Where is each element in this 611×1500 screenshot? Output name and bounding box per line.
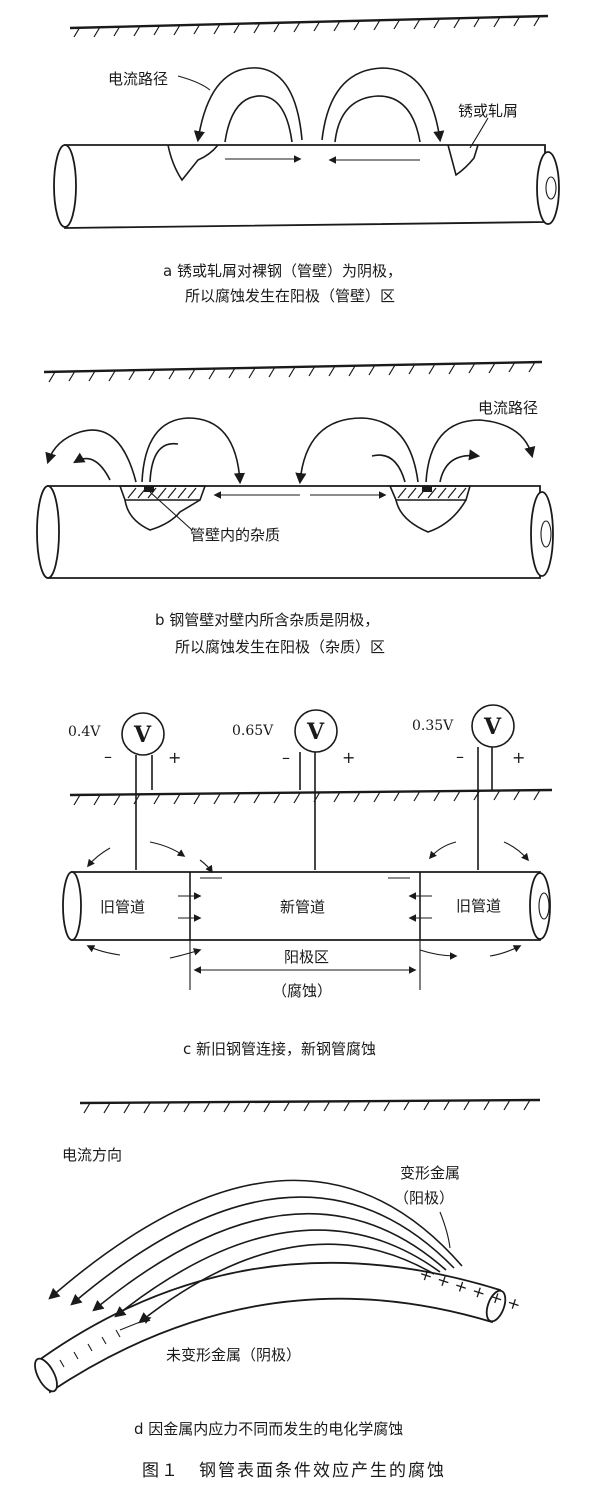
voltmeter-1: 0.4V V – + (68, 712, 181, 870)
label-current-path-a: 电流路径 (108, 70, 168, 88)
panel-a: 电流路径 锈或轧屑 a 锈或轧屑对裸钢（管壁）为阴极， 所以腐蚀发生在阳极（管壁… (53, 14, 560, 305)
meter-symbol-2: V (306, 719, 325, 745)
meter-reading-1: 0.4V (68, 724, 101, 740)
caption-c: c 新旧钢管连接，新钢管腐蚀 (183, 1040, 376, 1058)
meter-reading-2: 0.65V (232, 723, 274, 739)
label-current-direction: 电流方向 (62, 1146, 122, 1164)
panel-c: 0.4V V – + 0.65V V – + 0.35V V – + (62, 704, 553, 1058)
caption-d: d 因金属内应力不同而发生的电化学腐蚀 (134, 1420, 403, 1438)
voltmeter-2: 0.65V V – + (232, 709, 355, 870)
meter-minus-2: – (282, 748, 290, 767)
label-old-pipe-left: 旧管道 (100, 898, 145, 916)
meter-reading-3: 0.35V (412, 718, 454, 734)
leader-rust-a (469, 117, 489, 149)
label-anode-zone: 阳极区 (284, 948, 329, 966)
meter-minus-3: – (456, 747, 464, 766)
meter-symbol-3: V (483, 714, 502, 740)
label-deformed-metal: 变形金属 (400, 1164, 460, 1182)
panel-b: 电流路径 管壁内的杂质 b 钢管壁对壁内所含杂质是阴极， 所以腐蚀发生在阳极（杂… (36, 360, 554, 656)
rust-pit-right (447, 144, 479, 177)
label-current-path-b: 电流路径 (478, 399, 538, 417)
caption-b-line1: b 钢管壁对壁内所含杂质是阴极， (155, 611, 379, 629)
panel-d: + + + + + + 电流方向 变形金属 （阳极） 未变形金属（阴极） d 因… (34, 1098, 541, 1438)
caption-a-line1: a 锈或轧屑对裸钢（管壁）为阴极， (163, 262, 402, 280)
current-direction-arcs (48, 1179, 463, 1324)
ground-surface-c (69, 788, 553, 806)
rust-pit-left (167, 144, 219, 182)
pipe-b (36, 485, 554, 579)
current-arcs-b (45, 417, 536, 485)
ground-surface-b (43, 360, 543, 383)
pipe-current-arrows-a (225, 155, 420, 164)
meter-plus-1: + (168, 748, 181, 767)
caption-a-line2: 所以腐蚀发生在阳极（管壁）区 (185, 287, 395, 305)
label-new-pipe: 新管道 (280, 898, 325, 916)
meter-plus-2: + (342, 748, 355, 767)
current-arcs-a (193, 67, 445, 143)
label-rust: 锈或轧屑 (458, 102, 518, 120)
pipe-current-arrow-d (119, 1316, 152, 1331)
leader-current-a (177, 75, 211, 91)
label-undeformed-metal: 未变形金属（阴极） (166, 1346, 301, 1364)
impurity-left (118, 485, 207, 531)
current-arrows-c (86, 841, 529, 960)
label-old-pipe-right: 旧管道 (456, 897, 501, 915)
voltmeter-3: 0.35V V – + (412, 704, 525, 870)
bent-pipe: + + + + + + (34, 1261, 523, 1394)
ground-surface-d (79, 1098, 541, 1114)
anode-zone-dimension (189, 940, 421, 990)
meter-minus-1: – (104, 747, 112, 766)
label-impurity: 管壁内的杂质 (190, 526, 280, 544)
caption-b-line2: 所以腐蚀发生在阳极（杂质）区 (175, 638, 385, 656)
leader-impurity (149, 491, 193, 531)
figure-title: 图１ 钢管表面条件效应产生的腐蚀 (142, 1461, 446, 1481)
pipe-a (53, 144, 560, 229)
meter-symbol-1: V (133, 722, 152, 748)
ground-surface-a (69, 14, 549, 38)
pipe-c (62, 871, 551, 941)
meter-plus-3: + (512, 748, 525, 767)
label-corrosion: （腐蚀） (272, 982, 332, 1000)
leader-deformed (439, 1211, 451, 1249)
impurity-right (388, 485, 472, 533)
label-deformed-anode: （阳极） (394, 1189, 454, 1207)
